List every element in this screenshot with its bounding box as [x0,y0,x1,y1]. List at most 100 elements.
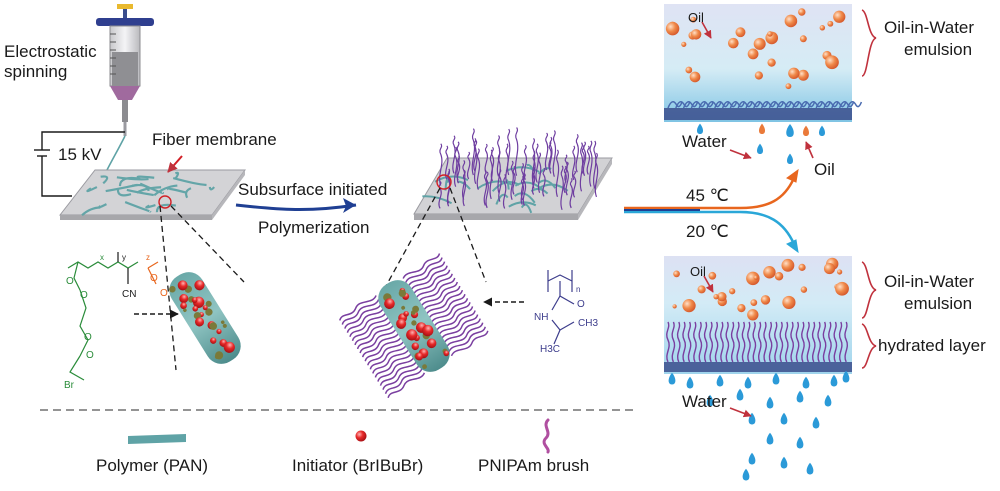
droplet [781,413,788,425]
oil-droplet [798,264,805,271]
droplet [819,126,825,136]
brush-strand [445,323,484,349]
chem-atom: H3C [540,344,560,355]
brush-strand [358,327,397,353]
hydrated-layer-label: hydrated layer [878,336,986,356]
droplet [749,413,756,425]
oil-droplet [782,296,795,309]
chem-subscript: x [100,253,104,262]
oil-droplet [750,299,757,306]
brush-strand [368,343,407,369]
droplet [787,154,793,164]
bracket-emulsion-top [862,10,876,76]
initiator-dot-icon [356,431,367,442]
brush-strand [420,282,459,308]
oil-droplet [691,29,701,39]
oil-droplet [824,263,835,274]
brush-strand [356,322,395,348]
droplet [745,377,752,389]
oil-droplet [748,49,759,60]
brush-strand [371,347,410,373]
fiber-with-initiator [163,266,247,370]
droplet [831,375,838,387]
brush-strand [361,331,400,357]
oil-droplet [801,286,807,292]
brush-strand [386,371,425,397]
droplet [669,373,676,385]
brush-strand [433,302,472,328]
brush-strand [440,315,479,341]
brush-strand [415,274,454,300]
brush-strand [384,367,423,393]
brush-strand [353,318,392,344]
oil-droplet [666,22,679,35]
oil-droplet [833,11,845,23]
chem-atom: NH [534,312,548,323]
brush-strand [340,298,379,324]
fiber-with-brushes [337,252,492,400]
brush-strand [410,266,449,292]
oil-droplet [747,309,758,320]
oil-droplet [825,55,839,69]
droplet [749,453,756,465]
brush-strand [443,319,482,345]
brush-strand [435,306,474,332]
droplet [807,463,814,475]
temp-cold-label: 20 ℃ [686,222,729,242]
chem-atom: O [577,299,585,310]
brush-strand [351,314,390,340]
brush-strand [381,363,420,389]
droplet [803,377,810,389]
oil-droplet [754,275,758,279]
chem-atom: CN [122,289,136,300]
water-pointer-bottom [730,408,751,416]
pnipam-structure [548,270,574,344]
chem-atom: O [150,273,158,284]
oil-droplet [800,35,807,42]
brush-strand [425,290,464,316]
oil-droplet [728,38,739,49]
brush-strand [417,278,456,304]
droplet [825,395,832,407]
bracket-emulsion-bottom [862,262,876,318]
oil-droplet [736,27,746,37]
droplet [767,397,774,409]
oil-droplet [698,285,706,293]
oil-droplet [835,282,849,296]
chem-atom: O [84,332,92,343]
droplet [781,457,788,469]
droplet [759,124,765,134]
chem-subscript: z [146,253,150,262]
brush-strand [438,310,477,336]
process-label-line2: Polymerization [258,218,370,238]
chem-subscript: y [122,253,126,262]
oil-droplet [682,299,695,312]
oil-label-passthrough: Oil [814,160,835,180]
legend-label-brush: PNIPAm brush [478,456,589,476]
oil-pointer-passthrough [806,142,813,158]
droplet [717,375,724,387]
chem-atom: Br [64,380,75,391]
droplet [786,124,794,137]
brush-strand [373,351,412,377]
droplet [743,469,750,481]
oil-droplet [820,25,825,30]
bracket-hydrated-layer [862,324,876,368]
temp-hot-label: 45 ℃ [686,186,729,206]
emulsion-label-bottom-line2: emulsion [904,294,972,314]
droplet [737,389,744,401]
fiber-membrane-label: Fiber membrane [152,130,277,150]
oil-droplet [767,31,773,37]
oil-droplet [737,304,745,312]
brush-strand [348,310,387,336]
chem-atoms-right: O NH H3C CH3 n [534,285,598,355]
brush-strand [407,262,446,288]
oil-droplet [827,21,833,27]
brush-strand [402,253,441,279]
emulsion-label-top-line1: Oil-in-Water [884,18,974,38]
oil-droplet [672,304,676,308]
oil-droplet [798,70,809,81]
water-label-top: Water [682,132,727,152]
emulsion-label-bottom-line1: Oil-in-Water [884,272,974,292]
